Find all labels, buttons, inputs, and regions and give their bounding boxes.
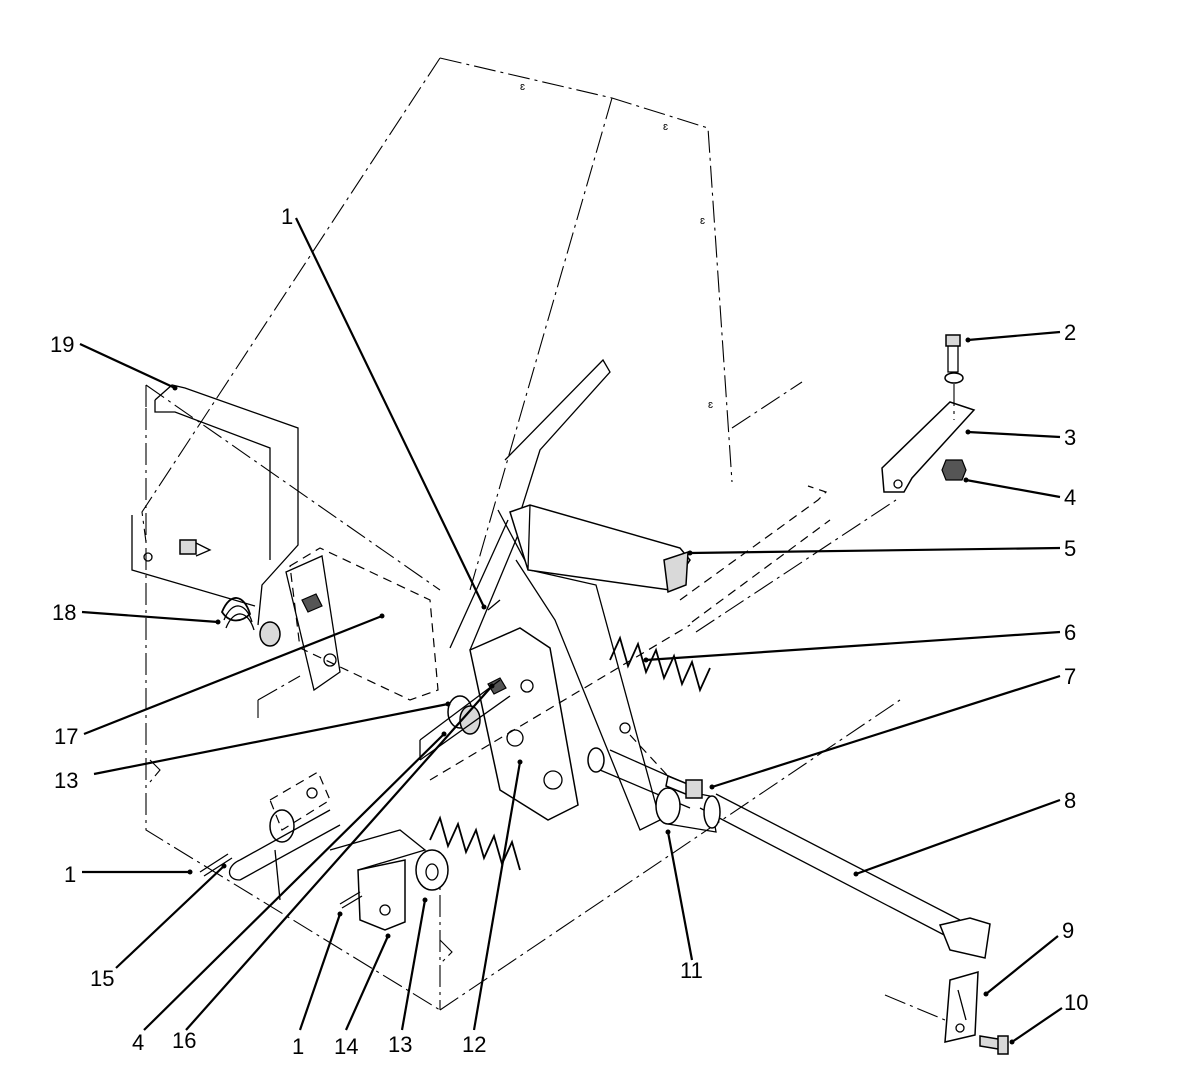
clip-9-assembly	[944, 970, 1009, 1055]
leader-6	[645, 630, 1061, 662]
callout-13-bottom: 13	[388, 1032, 412, 1057]
leader-13-left	[93, 702, 449, 776]
spacers	[259, 621, 481, 891]
leader-17	[83, 614, 383, 736]
callout-14: 14	[334, 1034, 358, 1059]
callout-15: 15	[90, 966, 114, 991]
shaft-collar	[655, 787, 721, 833]
leader-1-bottom	[298, 913, 342, 1031]
springs	[220, 597, 711, 871]
mounting-plate: ɛ ɛ ɛ ɛ	[141, 57, 803, 591]
leader-10	[1011, 1007, 1063, 1043]
callout-9: 9	[1062, 918, 1074, 943]
callout-4-right: 4	[1064, 485, 1076, 510]
callout-16: 16	[172, 1028, 196, 1053]
callout-2: 2	[1064, 320, 1076, 345]
pedal-arm-bracket	[131, 384, 299, 626]
svg-text:ɛ: ɛ	[520, 81, 525, 93]
callout-11: 11	[680, 958, 703, 983]
callout-labels: 1 2 3 4 5 6 7 8 9 10 11 12 13 1 14 16 4 …	[50, 204, 1088, 1059]
callout-1-bottom: 1	[292, 1034, 304, 1059]
leader-9	[985, 935, 1059, 995]
leader-15	[115, 865, 225, 969]
callout-1-top: 1	[281, 204, 293, 229]
leader-8	[855, 798, 1061, 876]
callout-1-left: 1	[64, 862, 76, 887]
callout-18: 18	[52, 600, 76, 625]
pivot-nut	[301, 593, 507, 695]
leader-16	[185, 685, 493, 1031]
leader-5	[689, 546, 1061, 555]
leader-12	[472, 761, 522, 1031]
clevis-14	[329, 829, 427, 931]
lever-link	[228, 771, 341, 901]
callout-5: 5	[1064, 536, 1076, 561]
callout-4-bottom: 4	[132, 1030, 144, 1055]
callout-17: 17	[54, 724, 78, 749]
callout-8: 8	[1064, 788, 1076, 813]
callout-12: 12	[462, 1032, 486, 1057]
svg-text:ɛ: ɛ	[708, 399, 713, 411]
callout-19: 19	[50, 332, 74, 357]
callout-6: 6	[1064, 620, 1076, 645]
leader-11	[666, 831, 694, 961]
leader-14	[344, 935, 390, 1031]
bracket-screw	[179, 539, 212, 557]
leader-18	[81, 610, 219, 624]
callout-7: 7	[1064, 664, 1076, 689]
bolt-7	[629, 734, 703, 799]
leader-13-bottom	[400, 899, 427, 1031]
leader-2	[967, 330, 1061, 342]
callout-13-left: 13	[54, 768, 78, 793]
leader-3	[967, 430, 1061, 439]
spring-anchor-bracket	[429, 485, 831, 781]
cotter-pins	[199, 599, 501, 909]
leader-7	[711, 674, 1061, 789]
callout-3: 3	[1064, 425, 1076, 450]
leader-19	[79, 343, 176, 389]
parts-drawing: ɛ ɛ ɛ ɛ	[131, 57, 1009, 1055]
callout-10: 10	[1064, 990, 1088, 1015]
leader-lines	[79, 217, 1063, 1045]
svg-text:ɛ: ɛ	[663, 121, 668, 133]
pedal-lever	[449, 358, 691, 831]
leader-4-bottom	[143, 733, 445, 1031]
rod-shaft	[587, 747, 991, 959]
leader-4-right	[965, 478, 1061, 499]
svg-text:ɛ: ɛ	[700, 215, 705, 227]
bracket-3-assembly	[881, 334, 976, 493]
leader-1-top	[295, 217, 485, 608]
